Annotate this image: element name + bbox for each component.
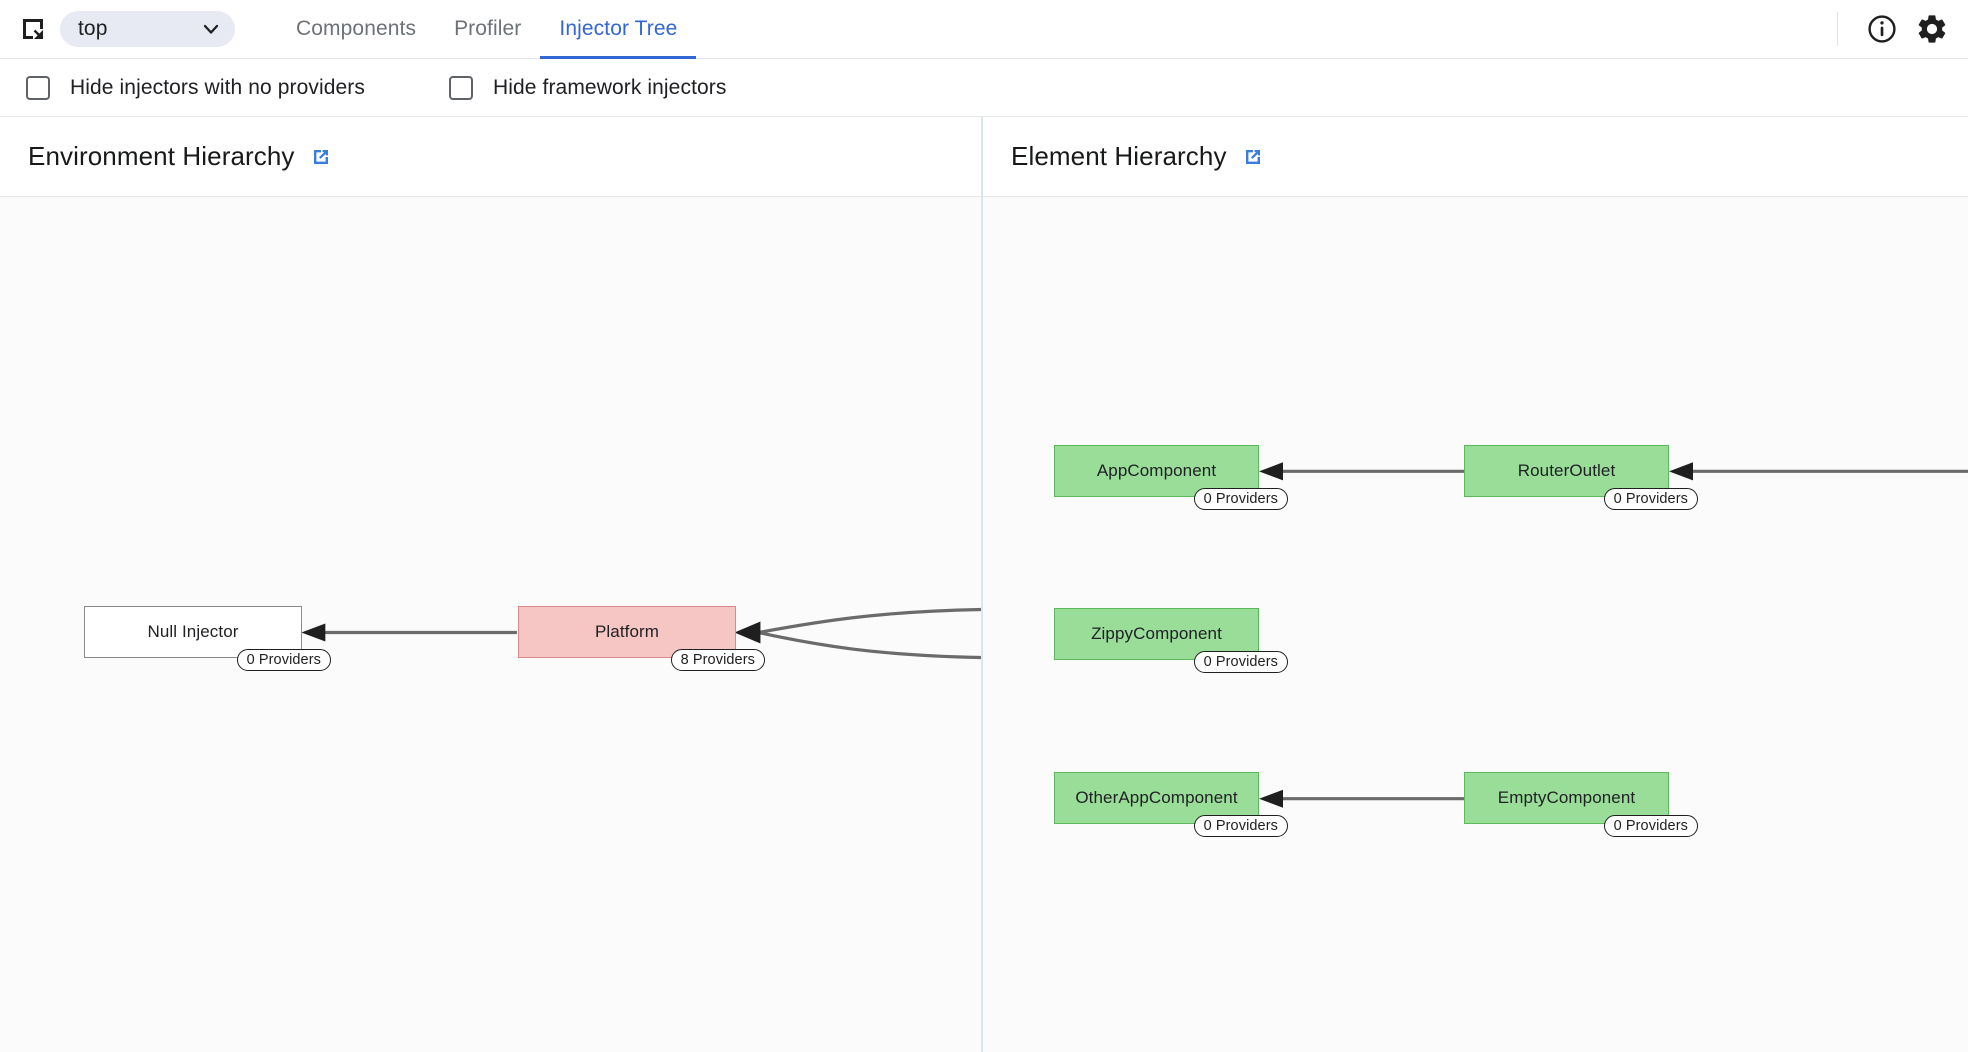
element-graph-canvas[interactable]: AppComponent 0 Providers RouterOutlet 0 … <box>983 197 1968 1052</box>
checkbox-box[interactable] <box>449 75 473 100</box>
node-label: OtherAppComponent <box>1075 788 1238 807</box>
provider-count-badge: 0 Providers <box>1193 651 1288 673</box>
checkbox-box[interactable] <box>26 75 50 100</box>
injector-node-zippycomponent[interactable]: ZippyComponent 0 Providers <box>1054 608 1288 673</box>
hide-injectors-no-providers-checkbox[interactable]: Hide injectors with no providers <box>26 75 365 100</box>
environment-hierarchy-header: Environment Hierarchy <box>0 117 981 197</box>
environment-graph-canvas[interactable]: Null Injector 0 Providers Platform 8 Pro… <box>0 197 981 1052</box>
provider-count-badge: 0 Providers <box>1603 815 1698 837</box>
gear-icon[interactable] <box>1910 7 1954 51</box>
tab-injector-tree-label: Injector Tree <box>559 17 678 40</box>
node-label: Null Injector <box>147 622 239 641</box>
hide-framework-injectors-label: Hide framework injectors <box>493 75 727 99</box>
filter-bar: Hide injectors with no providers Hide fr… <box>0 59 1968 117</box>
node-label: EmptyComponent <box>1497 788 1636 807</box>
chevron-down-icon <box>201 19 221 39</box>
hide-framework-injectors-checkbox[interactable]: Hide framework injectors <box>449 75 727 100</box>
provider-count-badge: 0 Providers <box>236 649 331 671</box>
provider-count-badge: 0 Providers <box>1603 488 1698 510</box>
injector-node-otherappcomponent[interactable]: OtherAppComponent 0 Providers <box>1054 772 1288 837</box>
node-label: Platform <box>594 622 660 641</box>
open-in-new-icon[interactable] <box>1241 145 1265 169</box>
injector-node-appcomponent[interactable]: AppComponent 0 Providers <box>1054 445 1288 510</box>
provider-count-badge: 0 Providers <box>1193 815 1288 837</box>
tab-profiler-label: Profiler <box>454 17 522 40</box>
element-hierarchy-header: Element Hierarchy <box>983 117 1968 197</box>
info-circle-icon[interactable] <box>1860 7 1904 51</box>
open-in-new-icon[interactable] <box>309 145 333 169</box>
tab-profiler[interactable]: Profiler <box>435 0 540 59</box>
tab-components-label: Components <box>296 17 417 40</box>
environment-hierarchy-title: Environment Hierarchy <box>28 141 295 171</box>
injector-node-null-injector[interactable]: Null Injector 0 Providers <box>84 606 331 671</box>
element-hierarchy-title: Element Hierarchy <box>1011 141 1227 171</box>
provider-count-badge: 8 Providers <box>670 649 765 671</box>
frame-select-value: top <box>78 17 108 40</box>
injector-node-platform[interactable]: Platform 8 Providers <box>518 606 765 671</box>
tab-injector-tree[interactable]: Injector Tree <box>540 0 697 59</box>
hierarchy-panels: Environment Hierarchy Null Injector <box>0 117 1968 1052</box>
injector-node-emptycomponent[interactable]: EmptyComponent 0 Providers <box>1464 772 1698 837</box>
element-hierarchy-panel: Element Hierarchy AppCom <box>983 117 1968 1052</box>
top-toolbar: top Components Profiler Injector Tree <box>0 0 1968 59</box>
toolbar-divider <box>1837 12 1838 46</box>
tab-components[interactable]: Components <box>277 0 435 59</box>
frame-select[interactable]: top <box>60 11 235 47</box>
provider-count-badge: 0 Providers <box>1193 488 1288 510</box>
node-label: AppComponent <box>1096 461 1217 480</box>
injector-node-routeroutlet[interactable]: RouterOutlet 0 Providers <box>1464 445 1698 510</box>
node-label: RouterOutlet <box>1517 461 1616 480</box>
hide-injectors-no-providers-label: Hide injectors with no providers <box>70 75 365 99</box>
main-tabs: Components Profiler Injector Tree <box>277 0 697 59</box>
toolbar-actions <box>1837 0 1968 58</box>
inspect-element-icon[interactable] <box>16 12 50 46</box>
node-label: ZippyComponent <box>1091 624 1222 643</box>
environment-hierarchy-panel: Environment Hierarchy Null Injector <box>0 117 983 1052</box>
